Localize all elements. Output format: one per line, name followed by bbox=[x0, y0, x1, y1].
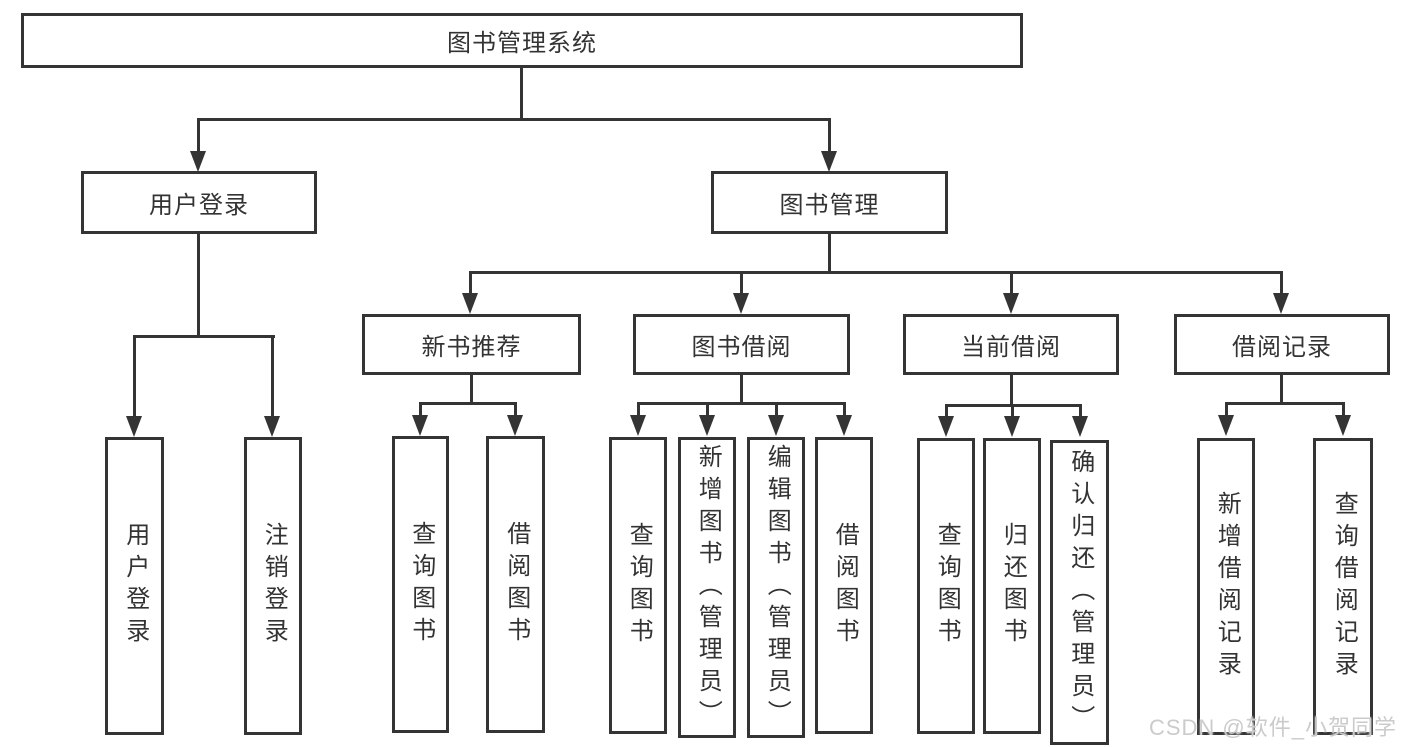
connector-root-stem bbox=[520, 68, 523, 120]
connector-book-borrow-rail bbox=[637, 402, 846, 405]
connector-to-book-borrow bbox=[740, 271, 743, 295]
arrowhead-leaf bbox=[630, 415, 646, 436]
connector-to-user-login bbox=[197, 118, 200, 156]
leaf-label: 查询图书 bbox=[407, 520, 435, 649]
arrowhead-leaf bbox=[412, 415, 428, 436]
node-label: 新书推荐 bbox=[421, 334, 522, 361]
connector-to-leaf-logout bbox=[271, 335, 274, 418]
connector-to-book-management bbox=[828, 118, 831, 156]
leaf-label: 借阅图书 bbox=[502, 520, 530, 649]
leaf-query-books-current: 查询图书 bbox=[917, 438, 975, 734]
node-library-management-system: 图书管理系统 bbox=[21, 13, 1023, 68]
node-label: 图书借阅 bbox=[691, 334, 792, 361]
arrowhead-leaf bbox=[768, 415, 784, 436]
node-book-borrow: 图书借阅 bbox=[633, 314, 850, 375]
leaf-user-login: 用户登录 bbox=[105, 437, 164, 735]
leaf-label: 用户登录 bbox=[121, 522, 149, 650]
connector-stub bbox=[775, 402, 778, 418]
leaf-label: 查询图书 bbox=[625, 521, 653, 650]
csdn-watermark: CSDN @软件_小贺同学 bbox=[1148, 715, 1397, 740]
connector-borrow-records-rail bbox=[1225, 402, 1345, 405]
node-current-borrow: 当前借阅 bbox=[903, 314, 1119, 375]
leaf-label: 归还图书 bbox=[999, 522, 1027, 650]
connector-stub bbox=[1011, 404, 1014, 418]
node-label: 图书管理系统 bbox=[447, 30, 597, 57]
connector-to-new-book bbox=[469, 271, 472, 295]
connector-stub bbox=[706, 402, 709, 418]
leaf-label: 查询借阅记录 bbox=[1330, 490, 1358, 683]
arrowhead-leaf bbox=[699, 415, 715, 436]
node-new-book-recommend: 新书推荐 bbox=[362, 314, 581, 375]
connector-stub bbox=[843, 402, 846, 418]
leaf-label: 注销登录 bbox=[260, 522, 288, 650]
arrowhead-current-borrow bbox=[1003, 293, 1019, 314]
leaf-borrow-books: 借阅图书 bbox=[815, 437, 873, 734]
connector-new-book-rail bbox=[419, 402, 516, 405]
arrowhead-leaf bbox=[938, 416, 954, 437]
arrowhead-leaf bbox=[1004, 416, 1020, 437]
arrowhead-leaf bbox=[1072, 416, 1088, 437]
leaf-label: 编辑图书（管理员） bbox=[763, 443, 791, 732]
connector-root-rail bbox=[197, 118, 831, 121]
arrowhead-user-login bbox=[190, 151, 206, 172]
leaf-borrow-books-recommend: 借阅图书 bbox=[486, 436, 545, 733]
node-label: 图书管理 bbox=[779, 192, 880, 219]
arrowhead-new-book bbox=[462, 293, 478, 314]
arrowhead-book-borrow bbox=[733, 293, 749, 314]
arrowhead-leaf bbox=[836, 415, 852, 436]
connector-stub bbox=[419, 402, 422, 418]
connector-stub bbox=[1225, 402, 1228, 418]
connector-to-current-borrow bbox=[1010, 271, 1013, 295]
connector-stub bbox=[514, 402, 517, 418]
arrowhead-leaf bbox=[507, 415, 523, 436]
connector-book-borrow-stem bbox=[740, 375, 743, 405]
connector-stub bbox=[1342, 402, 1345, 418]
connector-book-mgmt-stem bbox=[828, 234, 831, 274]
node-borrow-records: 借阅记录 bbox=[1174, 314, 1390, 375]
connector-new-book-stem bbox=[470, 375, 473, 405]
leaf-label: 新增借阅记录 bbox=[1213, 490, 1241, 683]
arrowhead-leaf-logout bbox=[264, 416, 280, 437]
connector-stub bbox=[637, 402, 640, 418]
connector-borrow-records-stem bbox=[1280, 375, 1283, 405]
arrowhead-leaf-user-login bbox=[126, 416, 142, 437]
leaf-return-books: 归还图书 bbox=[983, 438, 1041, 734]
leaf-label: 新增图书（管理员） bbox=[694, 443, 722, 732]
leaf-add-borrow-record: 新增借阅记录 bbox=[1197, 438, 1255, 735]
arrowhead-borrow-records bbox=[1273, 293, 1289, 314]
connector-to-borrow-records bbox=[1280, 271, 1283, 295]
leaf-query-borrow-record: 查询借阅记录 bbox=[1313, 438, 1373, 735]
node-label: 借阅记录 bbox=[1232, 334, 1332, 361]
node-label: 用户登录 bbox=[149, 192, 249, 219]
arrowhead-leaf bbox=[1218, 415, 1234, 436]
leaf-confirm-return-admin: 确认归还（管理员） bbox=[1050, 440, 1109, 745]
connector-book-mgmt-rail bbox=[469, 271, 1282, 274]
leaf-label: 查询图书 bbox=[933, 522, 961, 650]
leaf-add-books-admin: 新增图书（管理员） bbox=[678, 437, 736, 738]
leaf-query-books-borrow: 查询图书 bbox=[609, 437, 667, 734]
node-user-login: 用户登录 bbox=[81, 171, 317, 234]
arrowhead-book-management bbox=[821, 151, 837, 172]
node-label: 当前借阅 bbox=[961, 334, 1061, 361]
connector-stub bbox=[1079, 404, 1082, 418]
arrowhead-leaf bbox=[1335, 415, 1351, 436]
connector-to-leaf-user-login bbox=[133, 335, 136, 418]
node-book-management: 图书管理 bbox=[711, 171, 948, 234]
connector-user-login-rail bbox=[133, 335, 275, 338]
leaf-edit-books-admin: 编辑图书（管理员） bbox=[747, 437, 805, 738]
leaf-logout-login: 注销登录 bbox=[244, 437, 302, 735]
connector-user-login-stem bbox=[197, 234, 200, 338]
leaf-label: 确认归还（管理员） bbox=[1066, 448, 1094, 737]
connector-stub bbox=[945, 404, 948, 418]
connector-current-borrow-stem bbox=[1010, 375, 1013, 407]
leaf-query-books-recommend: 查询图书 bbox=[392, 436, 449, 733]
leaf-label: 借阅图书 bbox=[831, 521, 859, 650]
